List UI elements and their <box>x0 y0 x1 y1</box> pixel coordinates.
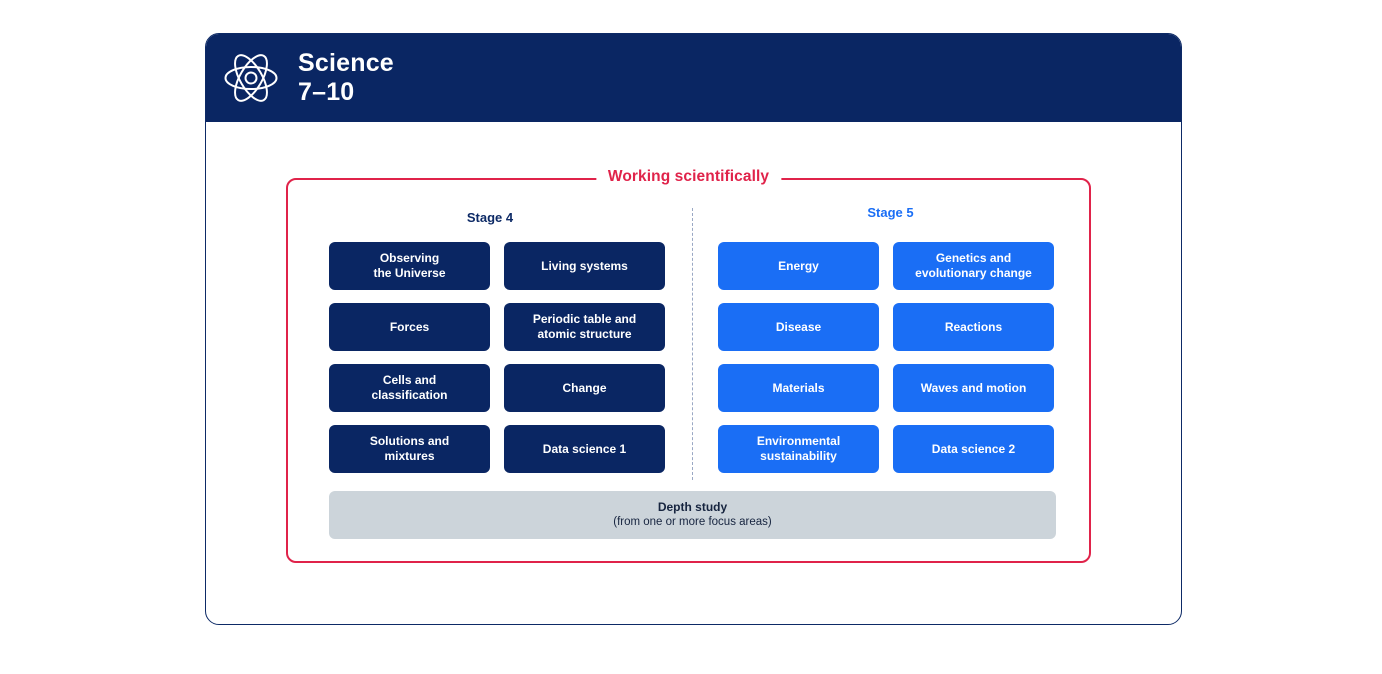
focus-area-box[interactable]: Living systems <box>504 242 665 290</box>
depth-study-bar[interactable]: Depth study (from one or more focus area… <box>329 491 1056 539</box>
focus-area-box[interactable]: Energy <box>718 242 879 290</box>
header-title-line2: 7–10 <box>298 78 355 106</box>
column-divider <box>692 208 693 480</box>
focus-area-box[interactable]: Waves and motion <box>893 364 1054 412</box>
frame-title: Working scientifically <box>595 168 782 186</box>
working-scientifically-frame: Working scientifically Stage 4 Observing… <box>286 168 1091 563</box>
depth-study-subtitle: (from one or more focus areas) <box>613 516 772 529</box>
focus-area-box[interactable]: Forces <box>329 303 490 351</box>
focus-area-box[interactable]: Change <box>504 364 665 412</box>
header-title-line1: Science <box>298 49 394 77</box>
depth-study-title: Depth study <box>657 499 728 514</box>
focus-area-box[interactable]: Data science 2 <box>893 425 1054 473</box>
focus-area-box[interactable]: Data science 1 <box>504 425 665 473</box>
science-syllabus-card: Science 7–10 Working scientifically Stag… <box>205 33 1182 625</box>
focus-area-box[interactable]: Reactions <box>893 303 1054 351</box>
stage4-label: Stage 4 <box>466 210 514 225</box>
focus-area-box[interactable]: Disease <box>718 303 879 351</box>
page-title: Science 7–10 <box>298 49 394 107</box>
card-header: Science 7–10 <box>206 34 1181 122</box>
stage5-label: Stage 5 <box>867 205 914 220</box>
focus-area-box[interactable]: Materials <box>718 364 879 412</box>
atom-icon <box>222 49 280 107</box>
